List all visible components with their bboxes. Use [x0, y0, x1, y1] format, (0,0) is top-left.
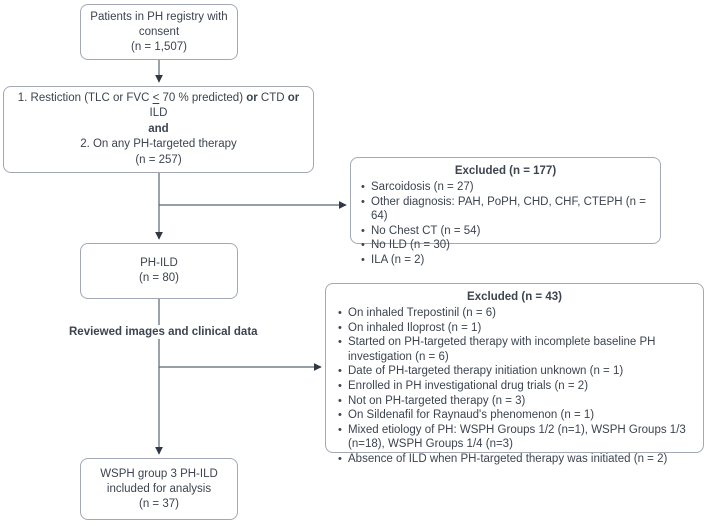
node-final-cohort-line-2: included for analysis [106, 482, 212, 495]
list-item: Absence of ILD when PH-targeted therapy … [336, 452, 693, 467]
node-ph-registry: Patients in PH registry with consent (n … [80, 4, 238, 60]
criteria-or-1: or [246, 91, 258, 104]
list-item: Started on PH-targeted therapy with inco… [336, 335, 693, 364]
node-final-cohort: WSPH group 3 PH-ILD included for analysi… [80, 458, 238, 520]
list-item: Mixed etiology of PH: WSPH Groups 1/2 (n… [336, 423, 693, 452]
criteria-ctd: CTD [257, 91, 288, 104]
list-item: ILA (n = 2) [359, 253, 652, 268]
excluded-43-list: On inhaled Trepostinil (n = 6) On inhale… [336, 306, 693, 467]
node-ph-ild-label: PH-ILD [140, 257, 178, 269]
criteria-line-2: 2. On any PH-targeted therapy [80, 138, 237, 151]
criteria-or-2: or [287, 91, 300, 104]
node-excluded-43: Excluded (n = 43) On inhaled Trepostinil… [325, 283, 704, 466]
node-ph-registry-line-2: consent [138, 25, 180, 38]
excluded-177-list: Sarcoidosis (n = 27) Other diagnosis: PA… [359, 180, 652, 268]
node-ph-ild-count: (n = 80) [139, 272, 179, 284]
criteria-line-1: 1. Restiction (TLC or FVC < 70 % predict… [10, 91, 307, 122]
node-final-cohort-line-1: WSPH group 3 PH-ILD [100, 467, 218, 480]
excluded-177-title: Excluded (n = 177) [454, 165, 557, 177]
list-item: On inhaled Trepostinil (n = 6) [336, 306, 693, 321]
list-item: Date of PH-targeted therapy initiation u… [336, 364, 693, 379]
node-excluded-177: Excluded (n = 177) Sarcoidosis (n = 27) … [350, 157, 661, 267]
list-item: Enrolled in PH investigational drug tria… [336, 379, 693, 394]
node-ph-ild: PH-ILD (n = 80) [80, 243, 238, 299]
criteria-restriction-text: 1. Restiction (TLC or FVC [17, 91, 153, 104]
list-item: Other diagnosis: PAH, PoPH, CHD, CHF, CT… [359, 195, 652, 224]
criteria-conjunction-and: and [148, 122, 169, 135]
list-item: On inhaled Iloprost (n = 1) [336, 321, 693, 336]
criteria-threshold-text: 70 % predicted) [159, 91, 247, 104]
list-item: No Chest CT (n = 54) [359, 224, 652, 239]
criteria-ild: ILD [149, 107, 168, 120]
list-item: On Sildenafil for Raynaud's phenomenon (… [336, 408, 693, 423]
node-ph-registry-line-1: Patients in PH registry with [90, 10, 228, 23]
excluded-43-title: Excluded (n = 43) [467, 291, 562, 303]
node-ph-registry-count: (n = 1,507) [131, 40, 187, 53]
list-item: Sarcoidosis (n = 27) [359, 180, 652, 195]
edge-label-reviewed-images: Reviewed images and clinical data [67, 325, 260, 339]
list-item: No ILD (n = 30) [359, 238, 652, 253]
node-inclusion-criteria: 1. Restiction (TLC or FVC < 70 % predict… [3, 86, 314, 173]
less-than-or-equal-icon: < [152, 91, 160, 104]
criteria-count: (n = 257) [135, 153, 182, 166]
list-item: Not on PH-targeted therapy (n = 3) [336, 394, 693, 409]
node-final-cohort-count: (n = 37) [139, 497, 179, 510]
